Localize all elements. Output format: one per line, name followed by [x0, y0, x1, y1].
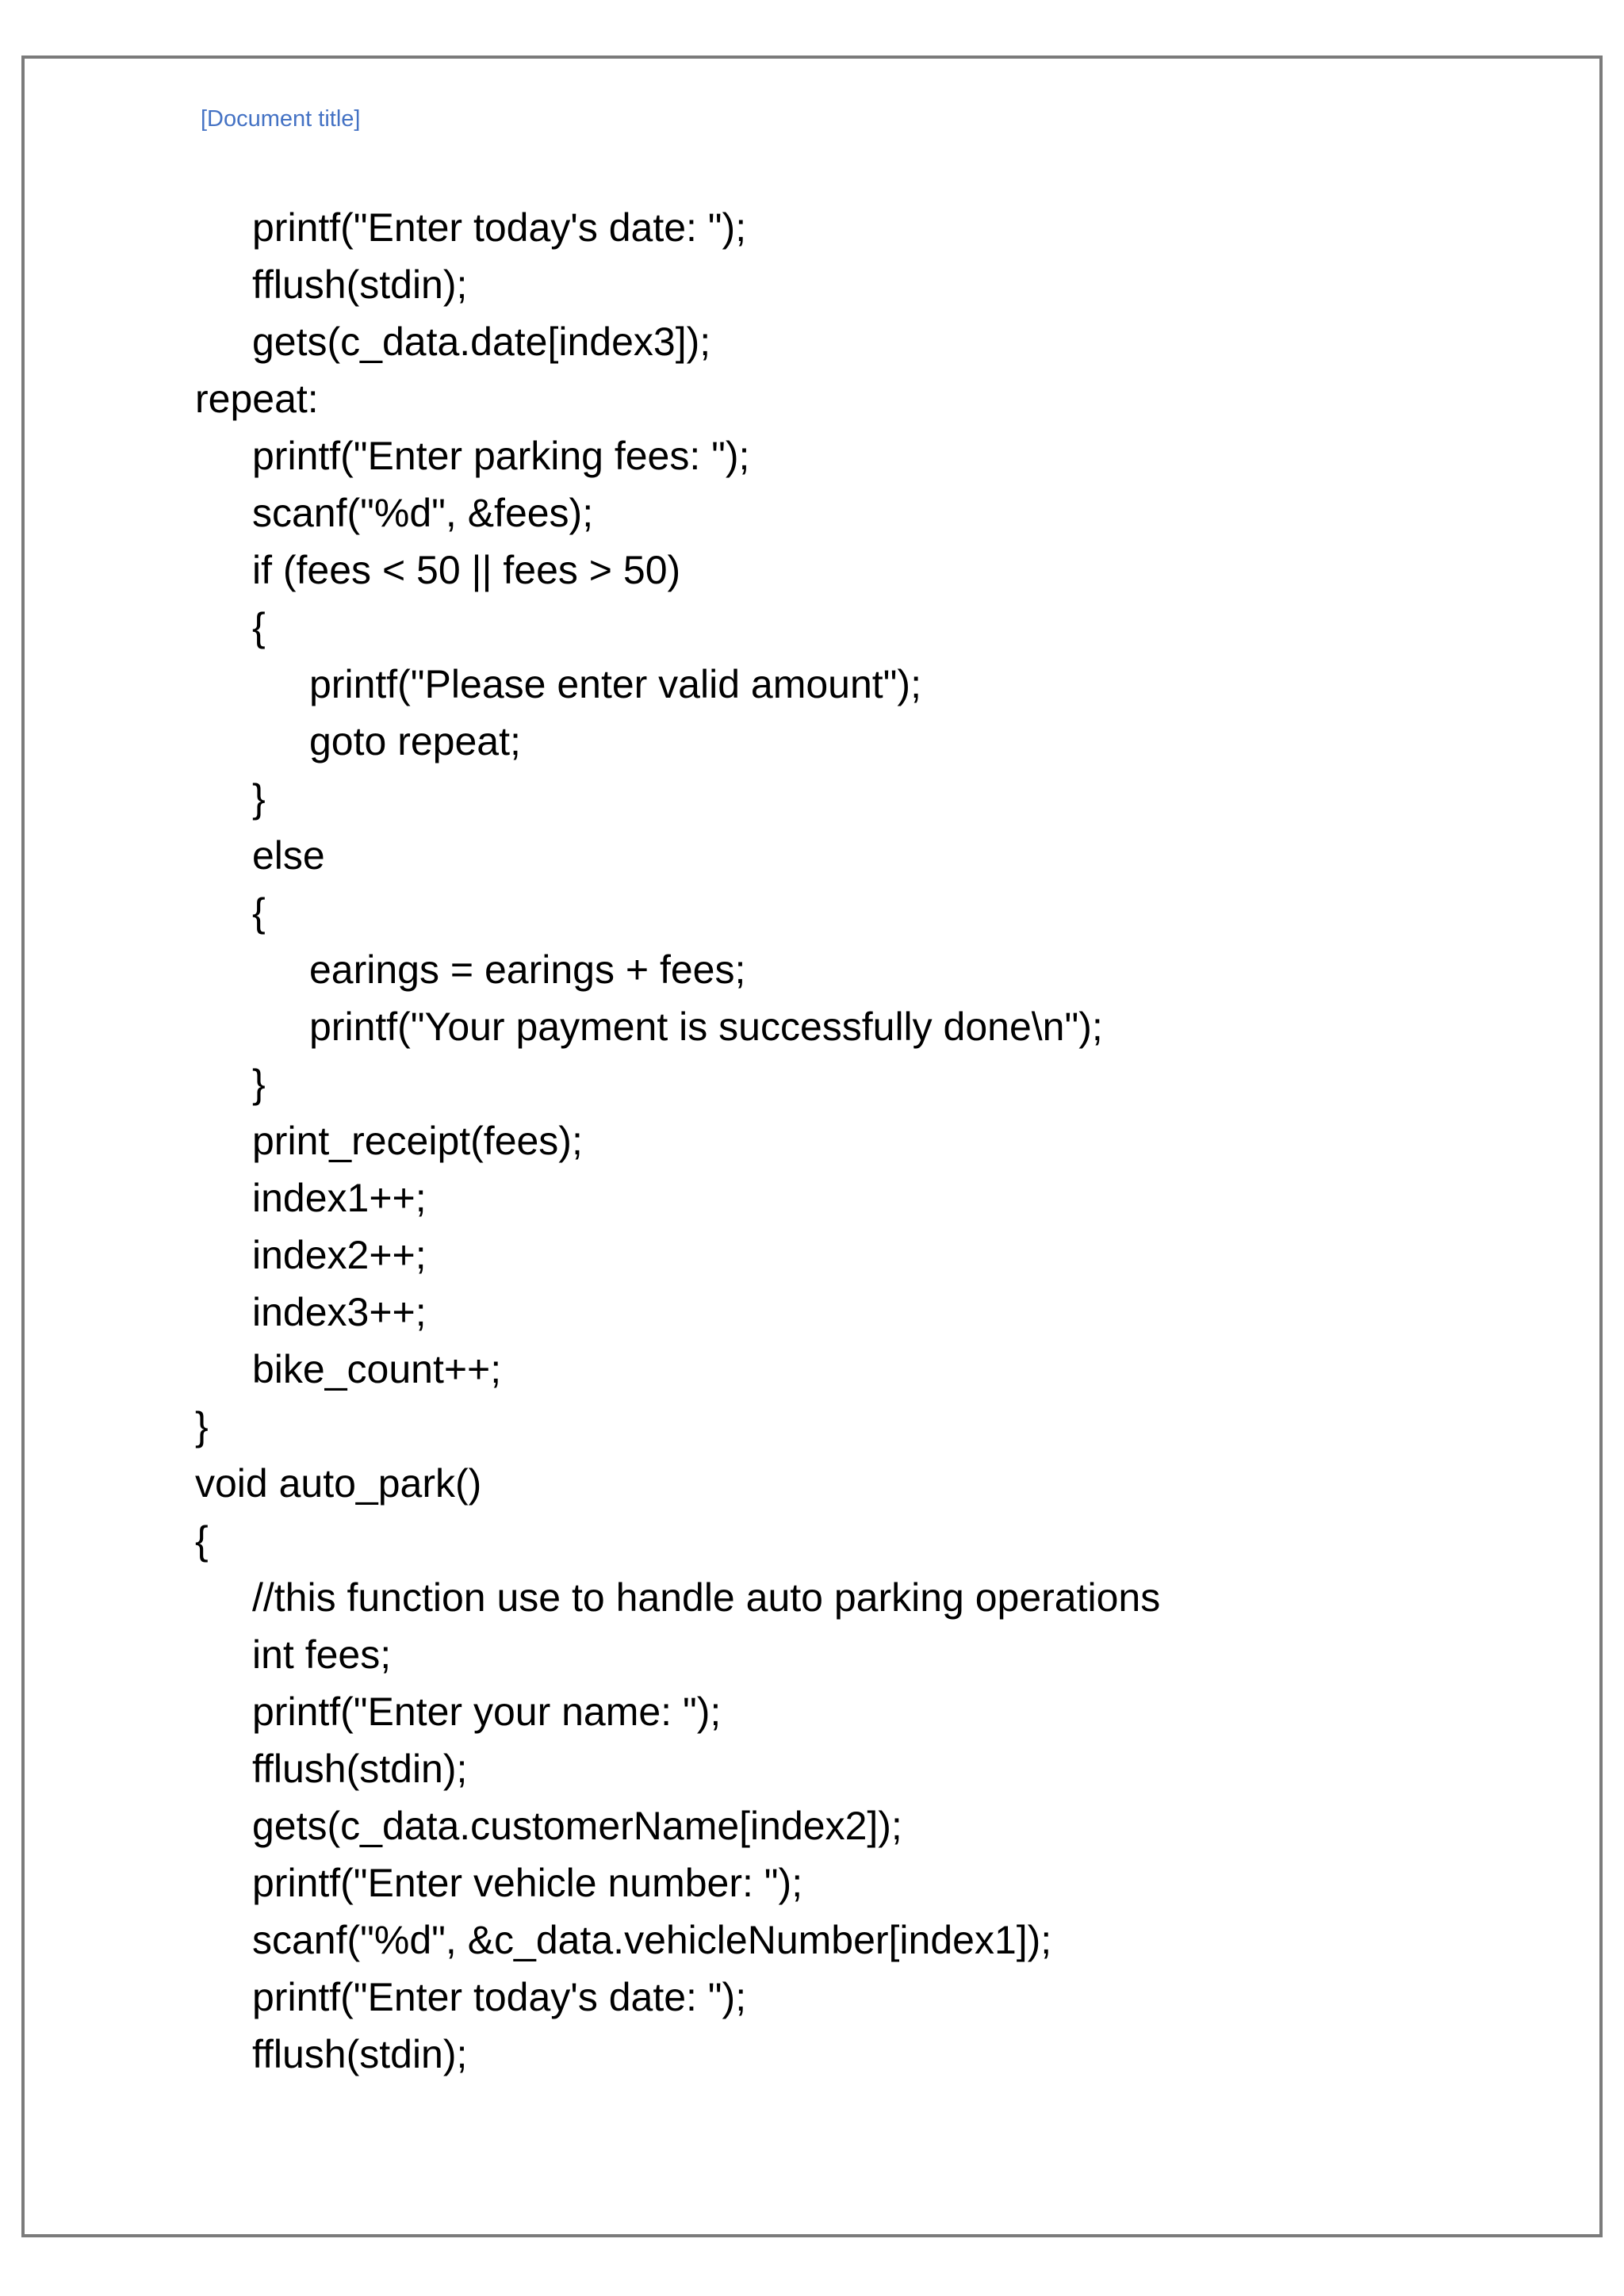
- code-line: printf("Enter parking fees: ");: [252, 434, 750, 478]
- code-line: printf("Enter vehicle number: ");: [252, 1861, 803, 1905]
- code-line: printf("Please enter valid amount");: [309, 662, 921, 706]
- code-line: earings = earings + fees;: [309, 947, 746, 992]
- code-line: printf("Enter today's date: ");: [252, 1975, 747, 2019]
- code-line: fflush(stdin);: [252, 1747, 468, 1791]
- code-line: {: [252, 890, 266, 935]
- code-line: }: [252, 776, 266, 821]
- code-line: void auto_park(): [195, 1461, 482, 1506]
- code-line: {: [252, 605, 266, 649]
- document-page: [Document title] printf("Enter today's d…: [21, 55, 1603, 2237]
- code-line: int fees;: [252, 1632, 392, 1677]
- code-line: goto repeat;: [309, 719, 521, 763]
- code-line: fflush(stdin);: [252, 262, 468, 307]
- code-line: gets(c_data.date[index3]);: [252, 320, 711, 364]
- code-line: if (fees < 50 || fees > 50): [252, 548, 681, 592]
- code-line: {: [195, 1518, 209, 1563]
- code-line: }: [252, 1062, 266, 1106]
- code-line: index1++;: [252, 1176, 427, 1220]
- code-line: bike_count++;: [252, 1347, 502, 1391]
- document-title-placeholder: [Document title]: [201, 106, 361, 132]
- code-line: index3++;: [252, 1290, 427, 1334]
- code-line: //this function use to handle auto parki…: [252, 1575, 1161, 1620]
- code-line: gets(c_data.customerName[index2]);: [252, 1804, 902, 1848]
- code-line: printf("Your payment is successfully don…: [309, 1004, 1103, 1049]
- code-line: scanf("%d", &fees);: [252, 491, 594, 535]
- code-line: repeat:: [195, 377, 319, 421]
- code-line: printf("Enter today's date: ");: [252, 205, 747, 250]
- code-line: print_receipt(fees);: [252, 1119, 583, 1163]
- code-line: else: [252, 833, 325, 878]
- code-block: printf("Enter today's date: "); fflush(st…: [25, 199, 1599, 2083]
- code-line: index2++;: [252, 1233, 427, 1277]
- code-line: printf("Enter your name: ");: [252, 1689, 722, 1734]
- code-line: scanf("%d", &c_data.vehicleNumber[index1…: [252, 1918, 1052, 1962]
- code-line: fflush(stdin);: [252, 2032, 468, 2076]
- code-line: }: [195, 1404, 209, 1448]
